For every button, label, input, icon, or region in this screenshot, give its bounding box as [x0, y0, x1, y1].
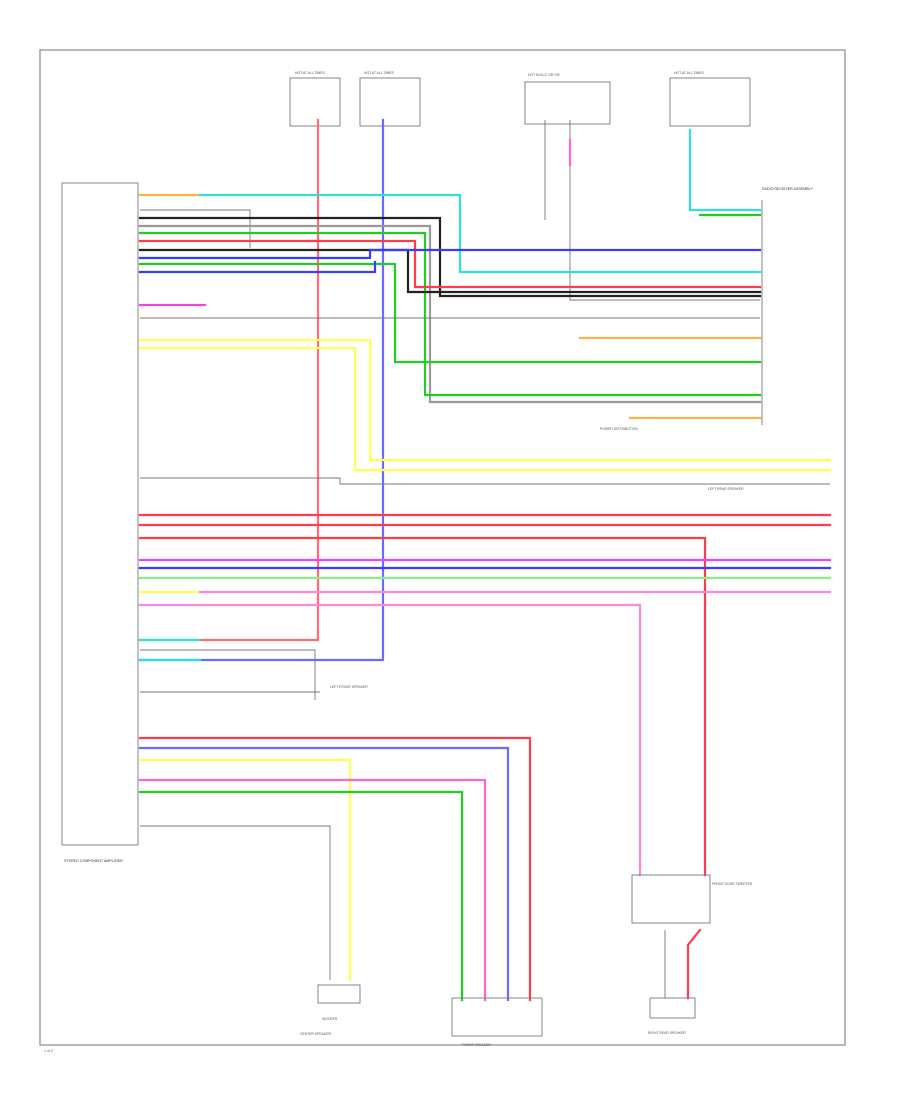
- wire-red-4: [138, 536, 707, 877]
- wire-gray-4: [140, 477, 830, 485]
- wire-pink-3: [138, 778, 487, 1002]
- front-speaker-block: FRONT SPEAKER: [451, 997, 543, 1047]
- wire-pink-1: [138, 603, 642, 877]
- page-label: 1 of 2: [44, 1049, 53, 1053]
- wire-gray-5: [140, 649, 320, 700]
- tweeter-label: FRONT DOOR TWEETER: [712, 882, 753, 886]
- amplifier-module: STEREO COMPONENT AMPLIFIER: [61, 182, 139, 863]
- fuse-box-2: HOT AT ALL TIMES: [359, 71, 421, 127]
- fuse-box-4: HOT AT ALL TIMES: [669, 71, 751, 127]
- wire-green-5: [138, 790, 464, 1002]
- wire-cyan-1: [198, 193, 762, 274]
- wire-gray-2: [138, 224, 762, 404]
- fuse-box-3-label: HOT IN ACC OR ON: [528, 73, 560, 77]
- wire-green-2: [138, 231, 762, 397]
- wire-blue-1: [138, 248, 762, 260]
- fuse-box-2-label: HOT AT ALL TIMES: [364, 71, 395, 75]
- wire-black-1: [138, 216, 762, 298]
- note-3: LEFT FRONT SPEAKER: [330, 685, 368, 689]
- wire-blue-2: [138, 260, 377, 274]
- woofer: WOOFER: [317, 984, 361, 1021]
- module-label: STEREO COMPONENT AMPLIFIER: [64, 859, 123, 863]
- radio-receiver: RADIO RECEIVER ASSEMBLY: [761, 187, 813, 425]
- wire-gray-1: [140, 209, 251, 248]
- woofer-label: WOOFER: [322, 1017, 338, 1021]
- rear-speaker-label: RIGHT REAR SPEAKER: [648, 1031, 686, 1035]
- center-speaker: CENTER SPEAKER: [300, 1032, 331, 1036]
- wire-cyan-feed: [688, 128, 762, 212]
- diagram-frame: [39, 49, 846, 1046]
- fuse-box-1: HOT AT ALL TIMES: [289, 71, 341, 127]
- wire-red-6: [686, 928, 702, 1000]
- fuse-box-1-label: HOT AT ALL TIMES: [295, 71, 326, 75]
- wire-gray-switch: [544, 120, 760, 301]
- wire-red-feed: [138, 118, 320, 642]
- wire-red-1: [138, 239, 762, 289]
- front-door-tweeter: FRONT DOOR TWEETER: [631, 874, 753, 924]
- wire-green-1: [138, 262, 762, 364]
- wire-blue-4: [138, 746, 510, 1002]
- radio-label: RADIO RECEIVER ASSEMBLY: [762, 187, 813, 191]
- wire-blue-feed: [138, 118, 385, 662]
- note-2: LEFT REAR SPEAKER: [708, 487, 744, 491]
- note-1: POWER DISTRIBUTION: [600, 427, 638, 431]
- wire-black-3: [140, 825, 331, 980]
- wire-red-5: [138, 736, 532, 1002]
- wire-yellow-2: [138, 346, 832, 472]
- fuse-box-3: HOT IN ACC OR ON: [524, 73, 611, 125]
- front-speaker-label: FRONT SPEAKER: [462, 1043, 491, 1047]
- fuse-box-4-label: HOT AT ALL TIMES: [674, 71, 705, 75]
- wire-black-2: [138, 248, 762, 294]
- wire-yellow-4: [138, 758, 352, 982]
- wire-yellow-1: [138, 338, 832, 462]
- right-rear-speaker: RIGHT REAR SPEAKER: [648, 997, 696, 1035]
- center-speaker-label: CENTER SPEAKER: [300, 1032, 331, 1036]
